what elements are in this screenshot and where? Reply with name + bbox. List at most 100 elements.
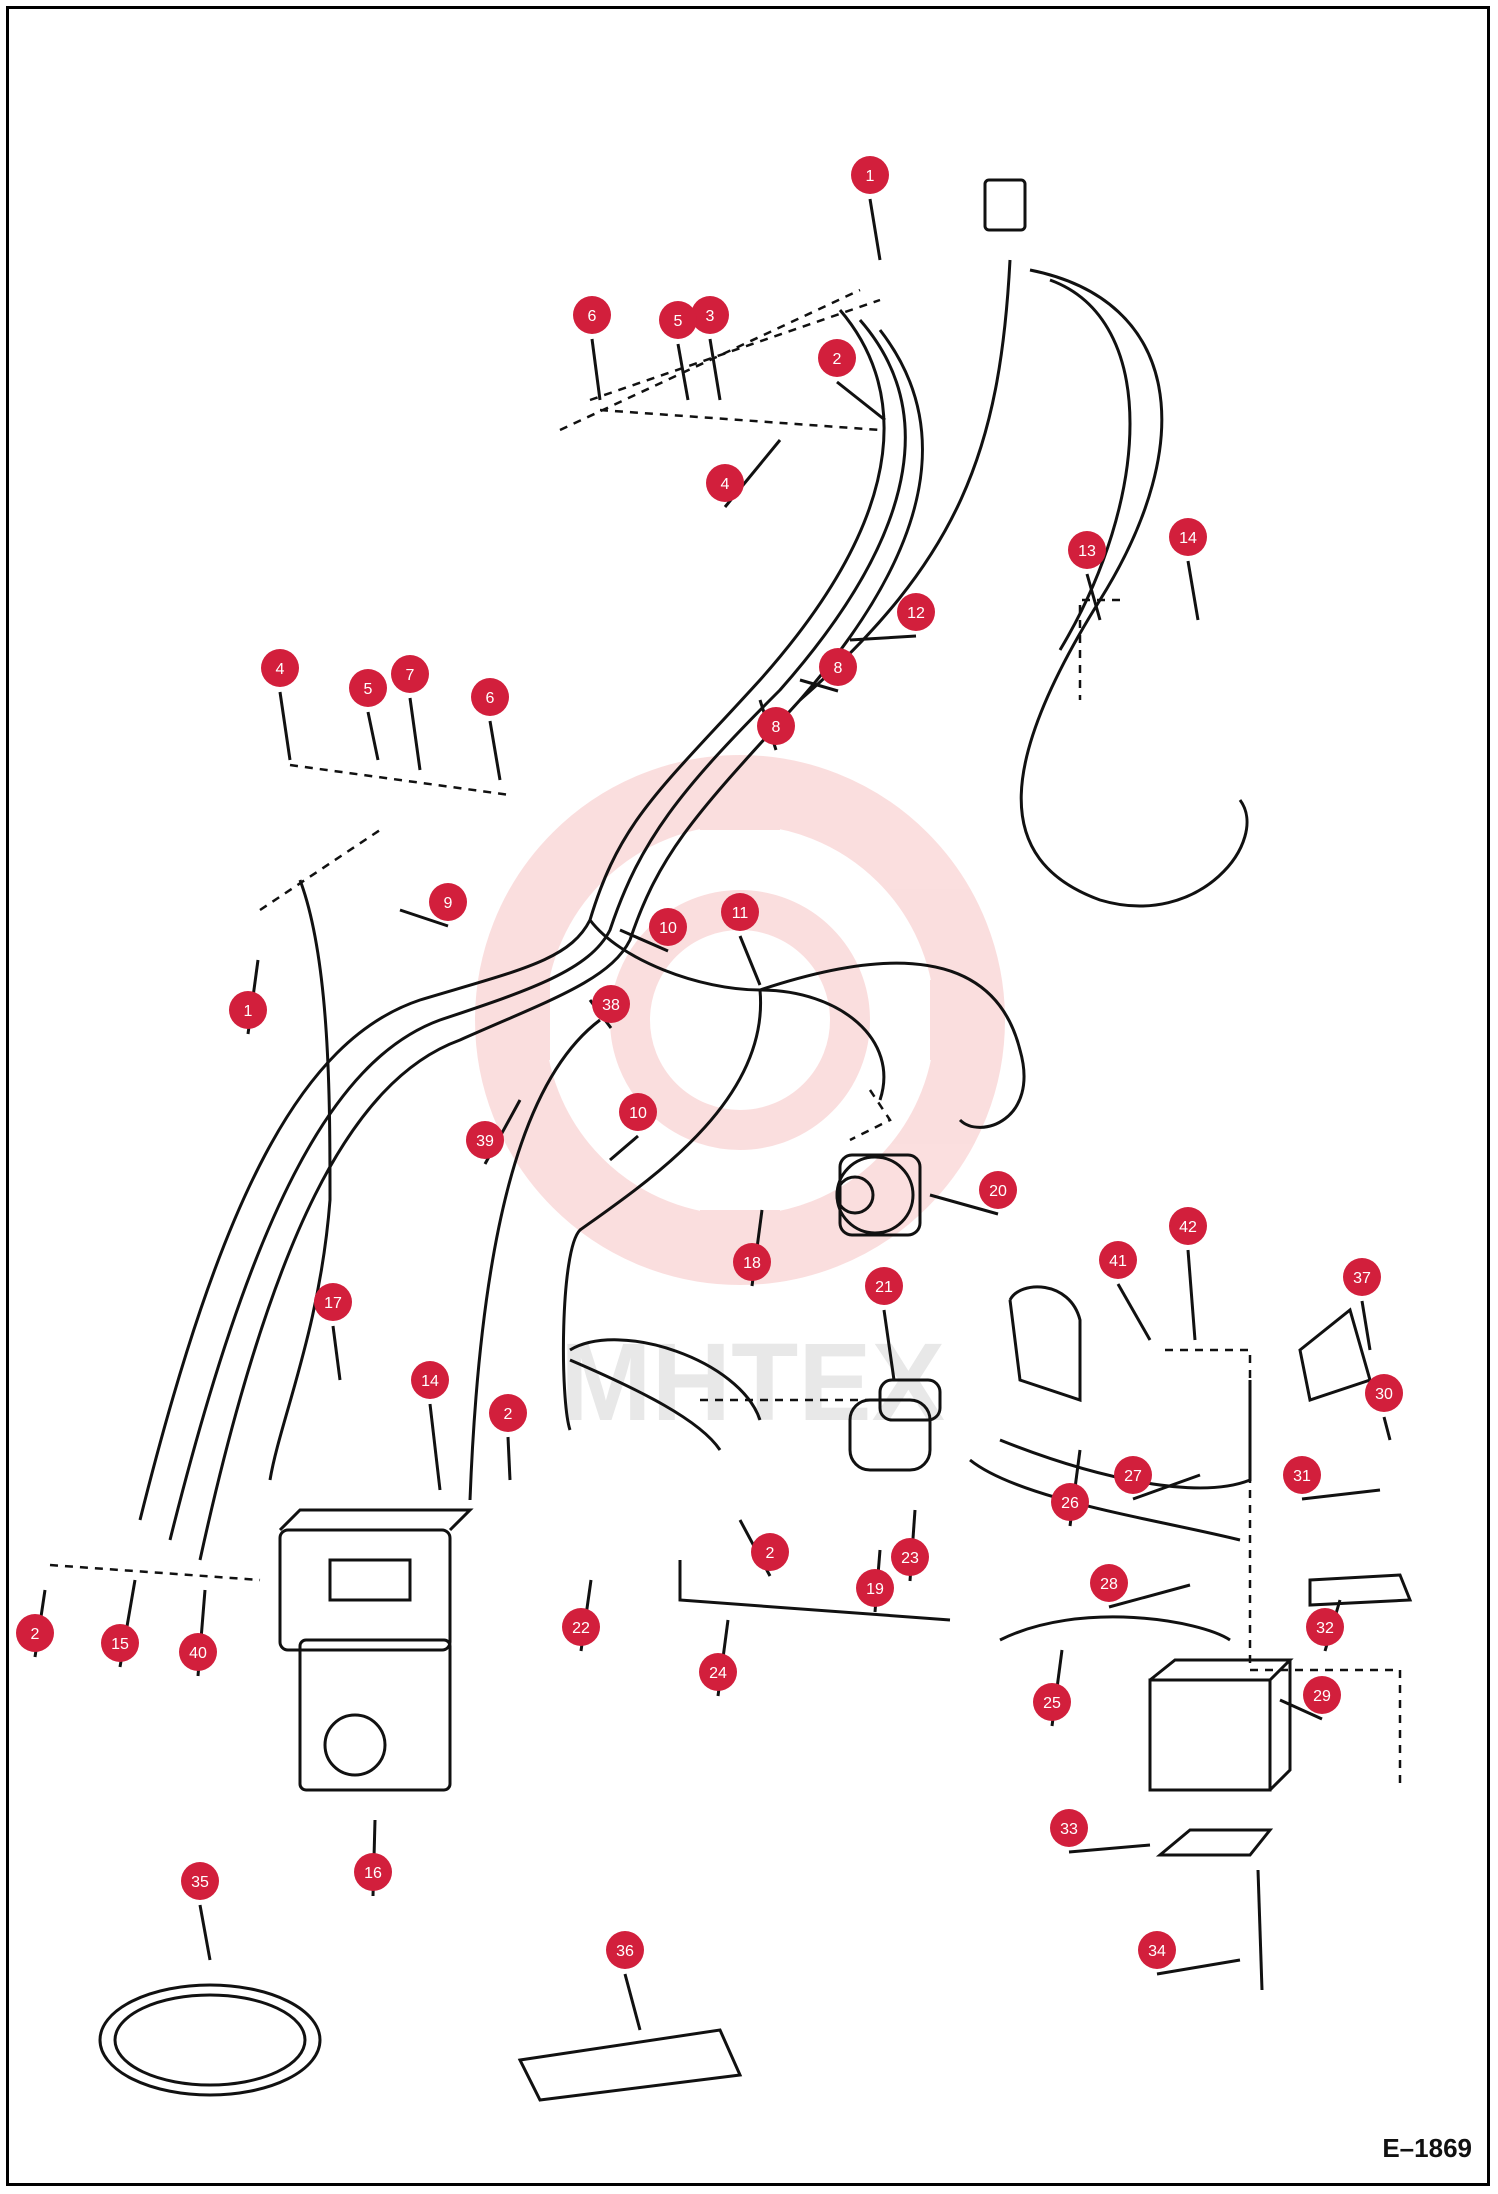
callout-number: 2 — [31, 1626, 40, 1643]
callout-washer-left: 5 — [349, 669, 387, 761]
callout-number: 29 — [1313, 1688, 1331, 1705]
callout-circle — [699, 1653, 737, 1691]
callout-number: 10 — [659, 920, 677, 937]
callout-circle — [851, 156, 889, 194]
callout-sender: 15 — [101, 1579, 139, 1668]
alternator-icon — [835, 1153, 922, 1237]
leader-line — [1156, 1958, 1241, 1976]
callout-hose: 35 — [181, 1862, 219, 1961]
leader-line — [676, 343, 690, 401]
callout-circle — [1169, 518, 1207, 556]
leader-line — [331, 1325, 342, 1381]
leader-line — [868, 198, 882, 261]
callout-connector-left: 9 — [399, 883, 467, 928]
callout-number: 21 — [875, 1279, 893, 1296]
callout-circle — [891, 1538, 929, 1576]
callout-nut-top: 6 — [573, 296, 611, 401]
leader-line — [836, 380, 886, 422]
callout-clip-mid-low: 2 — [738, 1519, 789, 1577]
leader-line — [1186, 560, 1200, 621]
leader-line — [708, 338, 722, 401]
diagram-frame — [6, 6, 1490, 2186]
callout-circle — [691, 296, 729, 334]
battery-tray-icon — [1155, 1828, 1274, 1857]
callout-number: 1 — [866, 168, 875, 185]
callout-circle — [897, 593, 935, 631]
leader-line — [929, 1193, 999, 1216]
callout-alternator: 20 — [929, 1171, 1017, 1216]
callout-harness-tie-b: 8 — [757, 699, 795, 751]
callout-number: 38 — [602, 997, 620, 1014]
callout-number: 16 — [364, 1865, 382, 1882]
callout-circle — [1050, 1809, 1088, 1847]
callout-circle — [573, 296, 611, 334]
callout-washer-top: 5 — [659, 301, 697, 401]
leader-line — [408, 697, 422, 771]
callout-circle — [1169, 1207, 1207, 1245]
callout-circle — [16, 1614, 54, 1652]
callout-number: 3 — [706, 308, 715, 325]
callout-number: 26 — [1061, 1495, 1079, 1512]
callout-circle — [314, 1283, 352, 1321]
callout-adapter: 40 — [179, 1589, 217, 1677]
leader-line — [849, 634, 917, 642]
callout-nut-left: 6 — [471, 678, 509, 781]
callout-switch-right: 13 — [1068, 531, 1106, 621]
callout-bolt-mid: 17 — [314, 1283, 352, 1381]
callout-circle — [592, 985, 630, 1023]
callout-number: 34 — [1148, 1943, 1166, 1960]
callout-bolt-ground: 22 — [562, 1579, 600, 1652]
callout-circle — [1114, 1456, 1152, 1494]
callout-number: 42 — [1179, 1219, 1197, 1236]
assembly-lines — [49, 288, 1402, 1790]
bracket-icon — [1298, 1307, 1372, 1402]
callout-battery: 29 — [1279, 1676, 1341, 1721]
callout-battery-tray: 33 — [1050, 1809, 1151, 1854]
callout-number: 20 — [989, 1183, 1007, 1200]
leader-line — [1382, 1416, 1392, 1441]
callout-engine: 16 — [354, 1819, 392, 1897]
callout-cable-ground: 24 — [699, 1619, 737, 1697]
callout-number: 13 — [1078, 543, 1096, 560]
callout-number: 5 — [364, 681, 373, 698]
leader-line — [1068, 1843, 1151, 1854]
leader-line — [506, 1436, 512, 1481]
callout-harness-main: 11 — [721, 893, 762, 986]
callout-circle — [1343, 1258, 1381, 1296]
callout-number: 2 — [504, 1406, 513, 1423]
callout-circle — [659, 301, 697, 339]
callout-number: 23 — [901, 1550, 919, 1567]
callout-number: 25 — [1043, 1695, 1061, 1712]
callout-nut-top-bracket: 42 — [1169, 1207, 1207, 1341]
callout-number: 8 — [772, 719, 781, 736]
leader-line — [278, 691, 292, 761]
callout-number: 19 — [866, 1581, 884, 1598]
callout-number: 18 — [743, 1255, 761, 1272]
leader-line — [619, 928, 669, 953]
callout-number: 27 — [1124, 1468, 1142, 1485]
callout-circle — [751, 1533, 789, 1571]
watermark-gear — [475, 755, 1005, 1285]
leader-line — [882, 1309, 896, 1381]
callout-rod: 34 — [1138, 1931, 1241, 1976]
leader-line — [198, 1904, 212, 1961]
callout-number: 7 — [406, 667, 415, 684]
callout-number: 8 — [834, 660, 843, 677]
callout-circle — [649, 908, 687, 946]
leader-line — [1085, 573, 1102, 621]
callout-cable-positive: 26 — [1051, 1449, 1089, 1527]
callout-circle — [181, 1862, 219, 1900]
callout-circle — [471, 678, 509, 716]
callout-sensor-upper: 10 — [619, 908, 687, 953]
callout-number: 10 — [629, 1105, 647, 1122]
callout-circle — [179, 1633, 217, 1671]
callout-number: 40 — [189, 1645, 207, 1662]
callout-circle — [606, 1931, 644, 1969]
callout-circle — [818, 339, 856, 377]
callout-nut-engine: 14 — [411, 1361, 449, 1491]
callout-circle — [1365, 1374, 1403, 1412]
engine-icon — [278, 1508, 474, 1792]
callout-circle — [757, 707, 795, 745]
callout-tube-grease: 36 — [606, 1931, 644, 2031]
